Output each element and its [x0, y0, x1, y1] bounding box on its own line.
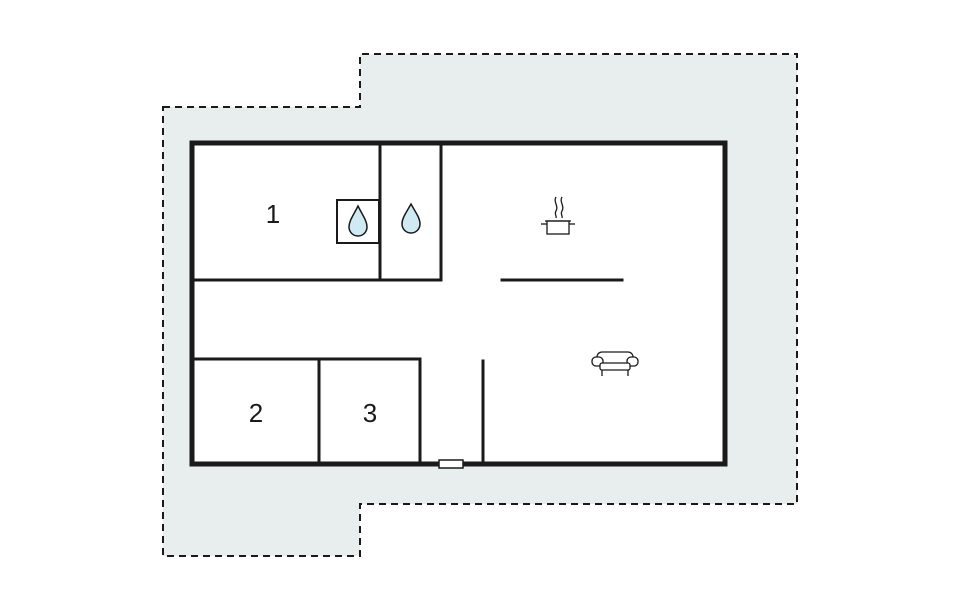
interior-walls [190, 141, 624, 466]
sink-icon [336, 199, 380, 244]
room-label-2: 2 [249, 398, 263, 428]
house-floor [192, 143, 725, 464]
kitchen-pot-icon [541, 196, 575, 235]
entrance-door [438, 459, 464, 469]
shower-icon [401, 202, 421, 234]
sofa-icon [591, 351, 639, 376]
room-label-1: 1 [266, 199, 280, 229]
room-label-3: 3 [363, 398, 377, 428]
